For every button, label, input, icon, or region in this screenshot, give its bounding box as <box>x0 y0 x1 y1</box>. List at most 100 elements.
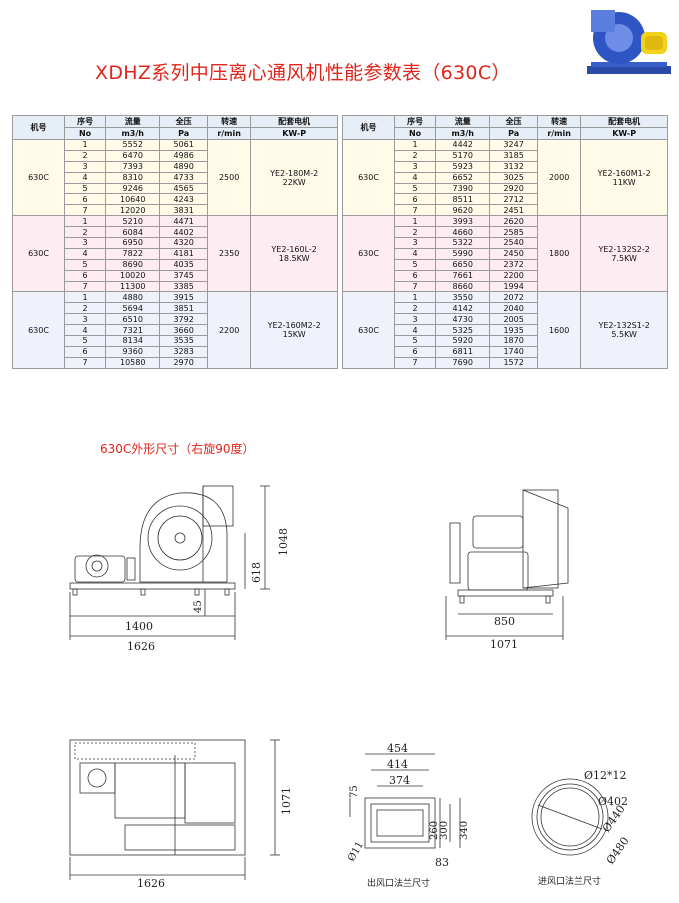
model-cell: 630C <box>12 291 65 369</box>
dim-850: 850 <box>494 615 515 628</box>
seq-cell: 5 <box>393 335 437 347</box>
header-model: 机号 <box>12 115 65 140</box>
pressure-cell: 2372 <box>489 258 538 271</box>
dim-side-1071: 1071 <box>490 638 518 651</box>
flow-cell: 7822 <box>105 247 161 260</box>
header-model: 机号 <box>342 115 395 140</box>
flow-cell: 4442 <box>435 139 491 151</box>
flow-cell: 8310 <box>105 171 161 184</box>
motor-model: YE2-180M-2 <box>270 168 319 178</box>
header-motor: 配套电机 <box>250 115 338 128</box>
dim-480: Ø480 <box>604 835 632 867</box>
header-flow: 流量 <box>105 115 161 128</box>
pressure-cell: 2450 <box>489 247 538 260</box>
seq-cell: 7 <box>393 356 437 369</box>
pressure-cell: 2040 <box>489 302 538 315</box>
flow-cell: 4142 <box>435 302 491 315</box>
pressure-cell: 3535 <box>159 335 208 347</box>
flow-cell: 5170 <box>435 149 491 162</box>
pressure-cell: 4733 <box>159 171 208 184</box>
pressure-cell: 2451 <box>489 204 538 217</box>
outlet-caption: 出风口法兰尺寸 <box>367 879 431 889</box>
seq-cell: 4 <box>63 324 107 337</box>
seq-cell: 3 <box>63 313 107 326</box>
flow-cell: 9360 <box>105 345 161 358</box>
seq-cell: 5 <box>63 258 107 271</box>
seq-cell: 4 <box>63 247 107 260</box>
performance-table-left: 机号 序号 流量 全压 转速 配套电机 No m3/h Pa r/min KW-… <box>12 115 338 369</box>
seq-cell: 3 <box>393 313 437 326</box>
seq-cell: 3 <box>393 237 437 249</box>
front-view-drawing: 1400 1626 45 618 1048 <box>69 485 290 653</box>
pressure-cell: 3851 <box>159 302 208 315</box>
header-seq-sub: No <box>63 127 107 140</box>
flow-cell: 7690 <box>435 356 491 369</box>
flow-cell: 7661 <box>435 269 491 282</box>
dim-75: 75 <box>349 785 360 798</box>
seq-cell: 7 <box>63 280 107 293</box>
motor-model: YE2-160M2-2 <box>267 321 321 331</box>
motor-model: YE2-160L-2 <box>271 244 317 254</box>
dim-011: Ø11 <box>346 840 366 864</box>
seq-cell: 4 <box>393 247 437 260</box>
pressure-cell: 3247 <box>489 139 538 151</box>
speed-cell: 2200 <box>206 291 252 369</box>
header-seq-sub: No <box>393 127 437 140</box>
flow-cell: 4880 <box>105 291 161 304</box>
motor-power: 15KW <box>282 330 306 340</box>
seq-cell: 5 <box>393 258 437 271</box>
dim-top-1071: 1071 <box>280 787 293 815</box>
flow-cell: 8134 <box>105 335 161 347</box>
model-cell: 630C <box>342 215 395 293</box>
header-motor-sub: KW-P <box>250 127 338 140</box>
pressure-cell: 3792 <box>159 313 208 326</box>
pressure-cell: 1935 <box>489 324 538 337</box>
header-flow: 流量 <box>435 115 491 128</box>
seq-cell: 7 <box>393 204 437 217</box>
pressure-cell: 2005 <box>489 313 538 326</box>
motor-power: 22KW <box>282 177 306 187</box>
flow-cell: 8690 <box>105 258 161 271</box>
dim-374: 374 <box>389 774 410 787</box>
pressure-cell: 3025 <box>489 171 538 184</box>
seq-cell: 7 <box>63 204 107 217</box>
seq-cell: 3 <box>63 237 107 249</box>
flow-cell: 5552 <box>105 139 161 151</box>
seq-cell: 1 <box>63 139 107 151</box>
flow-cell: 6084 <box>105 226 161 239</box>
seq-cell: 1 <box>393 291 437 304</box>
performance-table-right: 机号 序号 流量 全压 转速 配套电机 No m3/h Pa r/min KW-… <box>342 115 668 369</box>
flow-cell: 11300 <box>105 280 161 293</box>
header-pressure: 全压 <box>489 115 538 128</box>
dim-holes: Ø12*12 <box>584 769 627 782</box>
seq-cell: 6 <box>393 193 437 206</box>
pressure-cell: 4035 <box>159 258 208 271</box>
flow-cell: 4660 <box>435 226 491 239</box>
dim-top-1626: 1626 <box>137 877 165 890</box>
seq-cell: 1 <box>63 215 107 228</box>
pressure-cell: 3831 <box>159 204 208 217</box>
pressure-cell: 2620 <box>489 215 538 228</box>
motor-power: 5.5KW <box>611 330 637 340</box>
seq-cell: 5 <box>63 335 107 347</box>
flow-cell: 7321 <box>105 324 161 337</box>
speed-cell: 1600 <box>536 291 582 369</box>
seq-cell: 2 <box>63 302 107 315</box>
